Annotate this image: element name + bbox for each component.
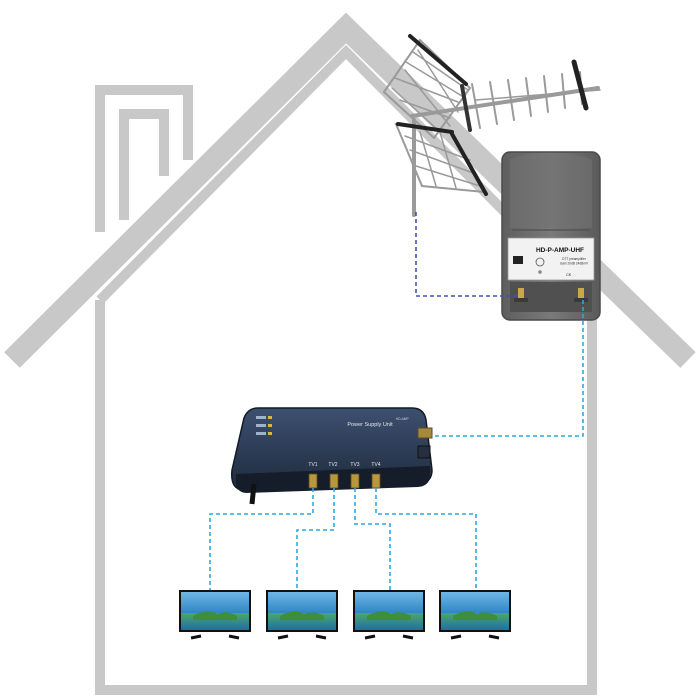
amplifier-model: HD-P-AMP-UHF [536, 247, 584, 254]
psu-output-label-tv4: TV4 [371, 462, 380, 468]
psu-output-label-tv1: TV1 [308, 462, 317, 468]
amplifier-f-connector-out [578, 288, 584, 298]
amplifier-logo-mark [513, 256, 523, 264]
psu-output-label-tv2: TV2 [328, 462, 337, 468]
antenna-element-dark-lower-2 [450, 132, 488, 196]
cable-psu-to-tv1 [209, 488, 314, 594]
cable-psu-to-tv3 [354, 488, 391, 594]
svg-text:C€: C€ [566, 272, 572, 277]
amplifier-subtitle-1: DTT preamplifier [562, 257, 587, 261]
tv-1 [179, 590, 251, 640]
tv-3 [353, 590, 425, 640]
psu-output-label-tv3: TV3 [350, 462, 359, 468]
psu-output-connector-tv3 [350, 473, 360, 489]
svg-text:HD-AMP: HD-AMP [396, 417, 409, 421]
psu-output-connector-tv4 [371, 473, 381, 489]
antenna-element-dark-lower [396, 122, 454, 134]
psu-output-connector-tv2 [329, 473, 339, 489]
amplifier-subtitle-2: Gain 20dB 24dBmV [560, 262, 589, 266]
amplifier-gain-dial [535, 257, 545, 267]
house-chimney [95, 85, 193, 232]
cable-psu-to-tv2 [296, 488, 335, 594]
psu-power-cable [249, 483, 257, 505]
power-supply-unit: Power Supply Unit HD-AMP TV1 TV2 TV3 TV4 [231, 407, 433, 505]
antenna-tip-dark [571, 59, 589, 111]
masthead-amplifier: HD-P-AMP-UHF DTT preamplifier Gain 20dB … [501, 151, 601, 321]
amplifier-f-connector-in [518, 288, 524, 298]
house-chimney-inner [119, 109, 169, 220]
cables [209, 212, 584, 594]
televisions [179, 590, 511, 640]
tv-4 [439, 590, 511, 640]
antenna-mid-dark [460, 84, 472, 132]
cable-psu-to-tv4 [375, 488, 477, 594]
antenna-element-dark [408, 34, 468, 86]
tv-antenna [382, 34, 601, 217]
antenna-reflector-upper [382, 38, 472, 140]
cable-antenna-to-amplifier [415, 212, 518, 297]
house-outline [4, 12, 696, 695]
house-walls [95, 300, 597, 695]
psu-title: Power Supply Unit [347, 422, 393, 428]
psu-output-connector-tv1 [308, 473, 318, 489]
tv-2 [266, 590, 338, 640]
cable-amplifier-to-psu [432, 300, 584, 437]
psu-input-connector [417, 427, 433, 439]
